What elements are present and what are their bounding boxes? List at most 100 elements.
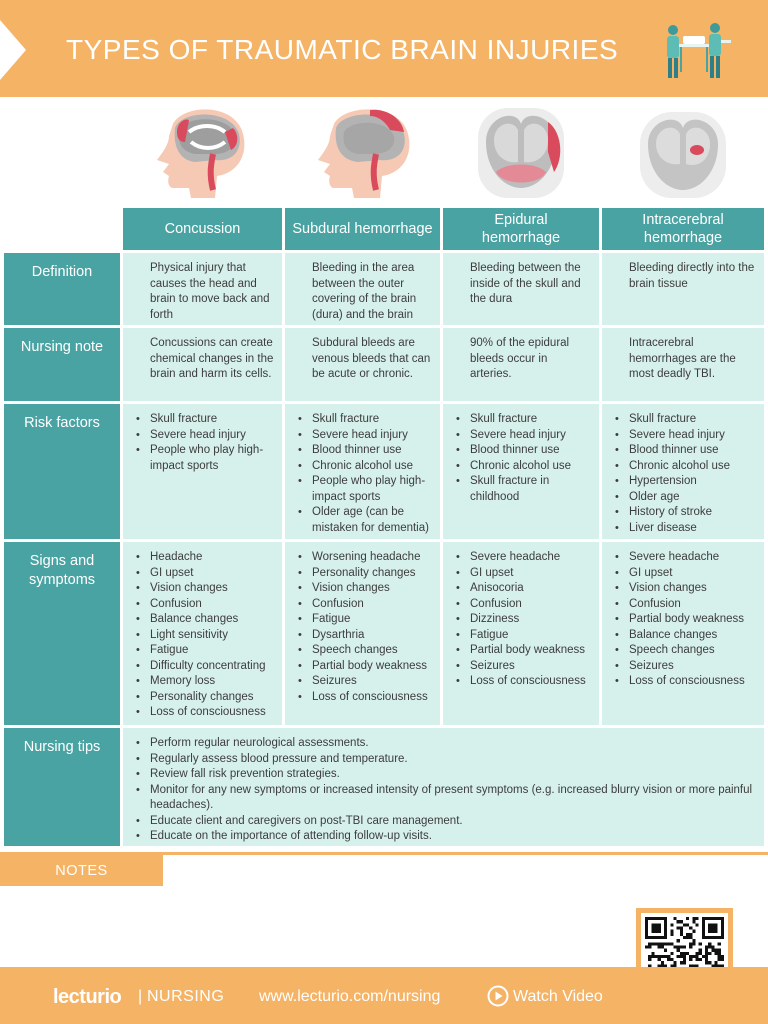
notes-divider [0, 852, 768, 855]
list-item: Fatigue [456, 628, 591, 644]
list-item: Skull fracture in childhood [456, 474, 591, 505]
list-item: Perform regular neurological assessments… [136, 736, 756, 752]
symptoms-epidural: Severe headacheGI upsetAnisocoriaConfusi… [443, 542, 599, 725]
row-risk-factors: Risk factors Skull fractureSevere head i… [0, 404, 768, 539]
list-item: Confusion [456, 597, 591, 613]
play-icon[interactable] [487, 985, 509, 1007]
list-item: Vision changes [298, 581, 432, 597]
list-item: Monitor for any new symptoms or increase… [136, 783, 756, 814]
list-item: Difficulty concentrating [136, 659, 274, 675]
row-header-signs-symptoms: Signs and symptoms [4, 542, 120, 725]
list-item: Personality changes [298, 566, 432, 582]
list-item: Worsening headache [298, 550, 432, 566]
list-item: Educate client and caregivers on post-TB… [136, 814, 756, 830]
list-item: History of stroke [615, 505, 756, 521]
column-header-intracerebral: Intracerebral hemorrhage [602, 208, 764, 250]
symptoms-intracerebral: Severe headacheGI upsetVision changesCon… [602, 542, 764, 725]
note-intracerebral: Intracerebral hemorrhages are the most d… [602, 328, 764, 401]
list-item: Seizures [298, 674, 432, 690]
list-item: Fatigue [298, 612, 432, 628]
watch-video-link[interactable]: Watch Video [513, 988, 603, 1005]
list-item: Light sensitivity [136, 628, 274, 644]
row-header-risk-factors: Risk factors [4, 404, 120, 539]
column-header-concussion: Concussion [123, 208, 282, 250]
subdural-brain-illustration [318, 109, 410, 198]
list-item: Partial body weakness [615, 612, 756, 628]
list-item: Blood thinner use [615, 443, 756, 459]
list-item: Regularly assess blood pressure and temp… [136, 752, 756, 768]
list-item: Severe head injury [456, 428, 591, 444]
list-item: Anisocoria [456, 581, 591, 597]
list-item: Memory loss [136, 674, 274, 690]
list-item: Chronic alcohol use [615, 459, 756, 475]
list-item: Liver disease [615, 521, 756, 537]
list-item: Skull fracture [136, 412, 274, 428]
footer-url-link[interactable]: www.lecturio.com/nursing [259, 988, 441, 1005]
list-item: Severe head injury [298, 428, 432, 444]
row-header-nursing-tips: Nursing tips [4, 728, 120, 846]
list-item: People who play high-impact sports [298, 474, 432, 505]
list-item: Skull fracture [456, 412, 591, 428]
notes-label: NOTES [0, 855, 163, 886]
list-item: Blood thinner use [298, 443, 432, 459]
concussion-brain-illustration [157, 109, 245, 198]
header-notch [0, 20, 26, 80]
list-item: Chronic alcohol use [456, 459, 591, 475]
list-item: Skull fracture [615, 412, 756, 428]
symptoms-concussion: HeadacheGI upsetVision changesConfusionB… [123, 542, 282, 725]
list-item: Hypertension [615, 474, 756, 490]
epidural-brain-illustration [478, 108, 564, 198]
list-item: Fatigue [136, 643, 274, 659]
list-item: Speech changes [615, 643, 756, 659]
list-item: GI upset [615, 566, 756, 582]
note-concussion: Concussions can create chemical changes … [123, 328, 282, 401]
row-nursing-tips: Nursing tips Perform regular neurologica… [0, 728, 768, 846]
list-item: Speech changes [298, 643, 432, 659]
row-signs-symptoms: Signs and symptoms HeadacheGI upsetVisio… [0, 542, 768, 725]
list-item: Partial body weakness [298, 659, 432, 675]
list-item: Older age [615, 490, 756, 506]
list-item: Severe headache [456, 550, 591, 566]
list-item: Confusion [615, 597, 756, 613]
column-header-subdural: Subdural hemorrhage [285, 208, 440, 250]
definition-epidural: Bleeding between the inside of the skull… [443, 253, 599, 325]
list-item: Vision changes [615, 581, 756, 597]
definition-concussion: Physical injury that causes the head and… [123, 253, 282, 325]
footer-separator: | [138, 988, 143, 1005]
list-item: Severe head injury [136, 428, 274, 444]
risk-intracerebral: Skull fractureSevere head injuryBlood th… [602, 404, 764, 539]
row-nursing-note: Nursing note Concussions can create chem… [0, 328, 768, 401]
column-header-row: Concussion Subdural hemorrhage Epidural … [0, 208, 768, 250]
symptoms-subdural: Worsening headachePersonality changesVis… [285, 542, 440, 725]
list-item: Loss of consciousness [615, 674, 756, 690]
page-title: TYPES OF TRAUMATIC BRAIN INJURIES [66, 34, 619, 65]
definition-subdural: Bleeding in the area between the outer c… [285, 253, 440, 325]
list-item: Educate on the importance of attending f… [136, 829, 756, 845]
list-item: Seizures [615, 659, 756, 675]
list-item: Dizziness [456, 612, 591, 628]
medical-team-icon [667, 23, 731, 78]
column-header-epidural: Epidural hemorrhage [443, 208, 599, 250]
note-subdural: Subdural bleeds are venous bleeds that c… [285, 328, 440, 401]
row-header-nursing-note: Nursing note [4, 328, 120, 401]
row-header-definition: Definition [4, 253, 120, 325]
list-item: Loss of consciousness [456, 674, 591, 690]
list-item: Partial body weakness [456, 643, 591, 659]
list-item: Dysarthria [298, 628, 432, 644]
list-item: Skull fracture [298, 412, 432, 428]
risk-concussion: Skull fractureSevere head injuryPeople w… [123, 404, 282, 539]
list-item: Confusion [298, 597, 432, 613]
footer: lecturio | NURSING www.lecturio.com/nurs… [0, 967, 768, 1024]
list-item: Review fall risk prevention strategies. [136, 767, 756, 783]
lecturio-logo[interactable]: lecturio [53, 986, 122, 1008]
list-item: Severe headache [615, 550, 756, 566]
list-item: People who play high-impact sports [136, 443, 274, 474]
list-item: Older age (can be mistaken for dementia) [298, 505, 432, 536]
header-banner: TYPES OF TRAUMATIC BRAIN INJURIES [0, 0, 768, 97]
list-item: Loss of consciousness [136, 705, 274, 721]
list-item: Balance changes [615, 628, 756, 644]
list-item: Balance changes [136, 612, 274, 628]
list-item: Seizures [456, 659, 591, 675]
row-definition: Definition Physical injury that causes t… [0, 253, 768, 325]
footer-section: NURSING [147, 988, 225, 1005]
